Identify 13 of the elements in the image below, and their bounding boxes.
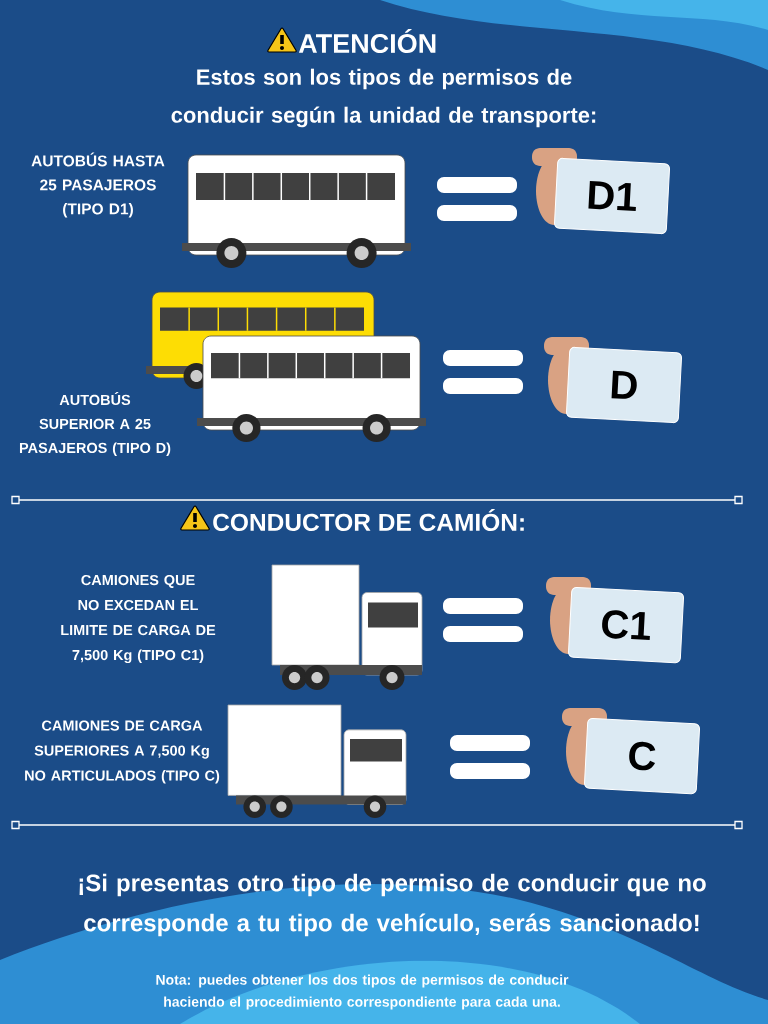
- vehicle-label: CAMIONES DE CARGA SUPERIORES A 7,500 Kg NO ARTICULADOS (TIPO C): [25, 720, 220, 784]
- title: ATENCIÓN: [298, 28, 436, 54]
- vehicle-label: CAMIONES QUE NO EXCEDAN EL LIMITE DE CARGA DE 7,500 Kg (TIPO C1): [61, 574, 216, 664]
- license-card: C: [584, 717, 700, 795]
- section-heading: CONDUCTOR DE CAMIÓN:: [213, 509, 524, 531]
- license-card: D1: [554, 157, 670, 235]
- note-text: Nota: puedes obtener los dos tipos de permisos de conducir haciendo el procedimiento correspondiente para cada una.: [156, 974, 569, 1010]
- vehicle-label: AUTOBÚS HASTA 25 PASAJEROS (TIPO D1): [31, 152, 165, 218]
- subtitle: Estos son los tipos de permisos de conducir según la unidad de transporte:: [171, 68, 596, 128]
- license-card: D: [566, 346, 682, 424]
- license-card: C1: [568, 586, 684, 664]
- vehicle-label: AUTOBÚS SUPERIOR A 25 PASAJEROS (TIPO D): [19, 392, 171, 456]
- warning-text: ¡Si presentas otro tipo de permiso de conducir que no corresponde a tu tipo de vehículo, serás sancionado!: [79, 873, 706, 937]
